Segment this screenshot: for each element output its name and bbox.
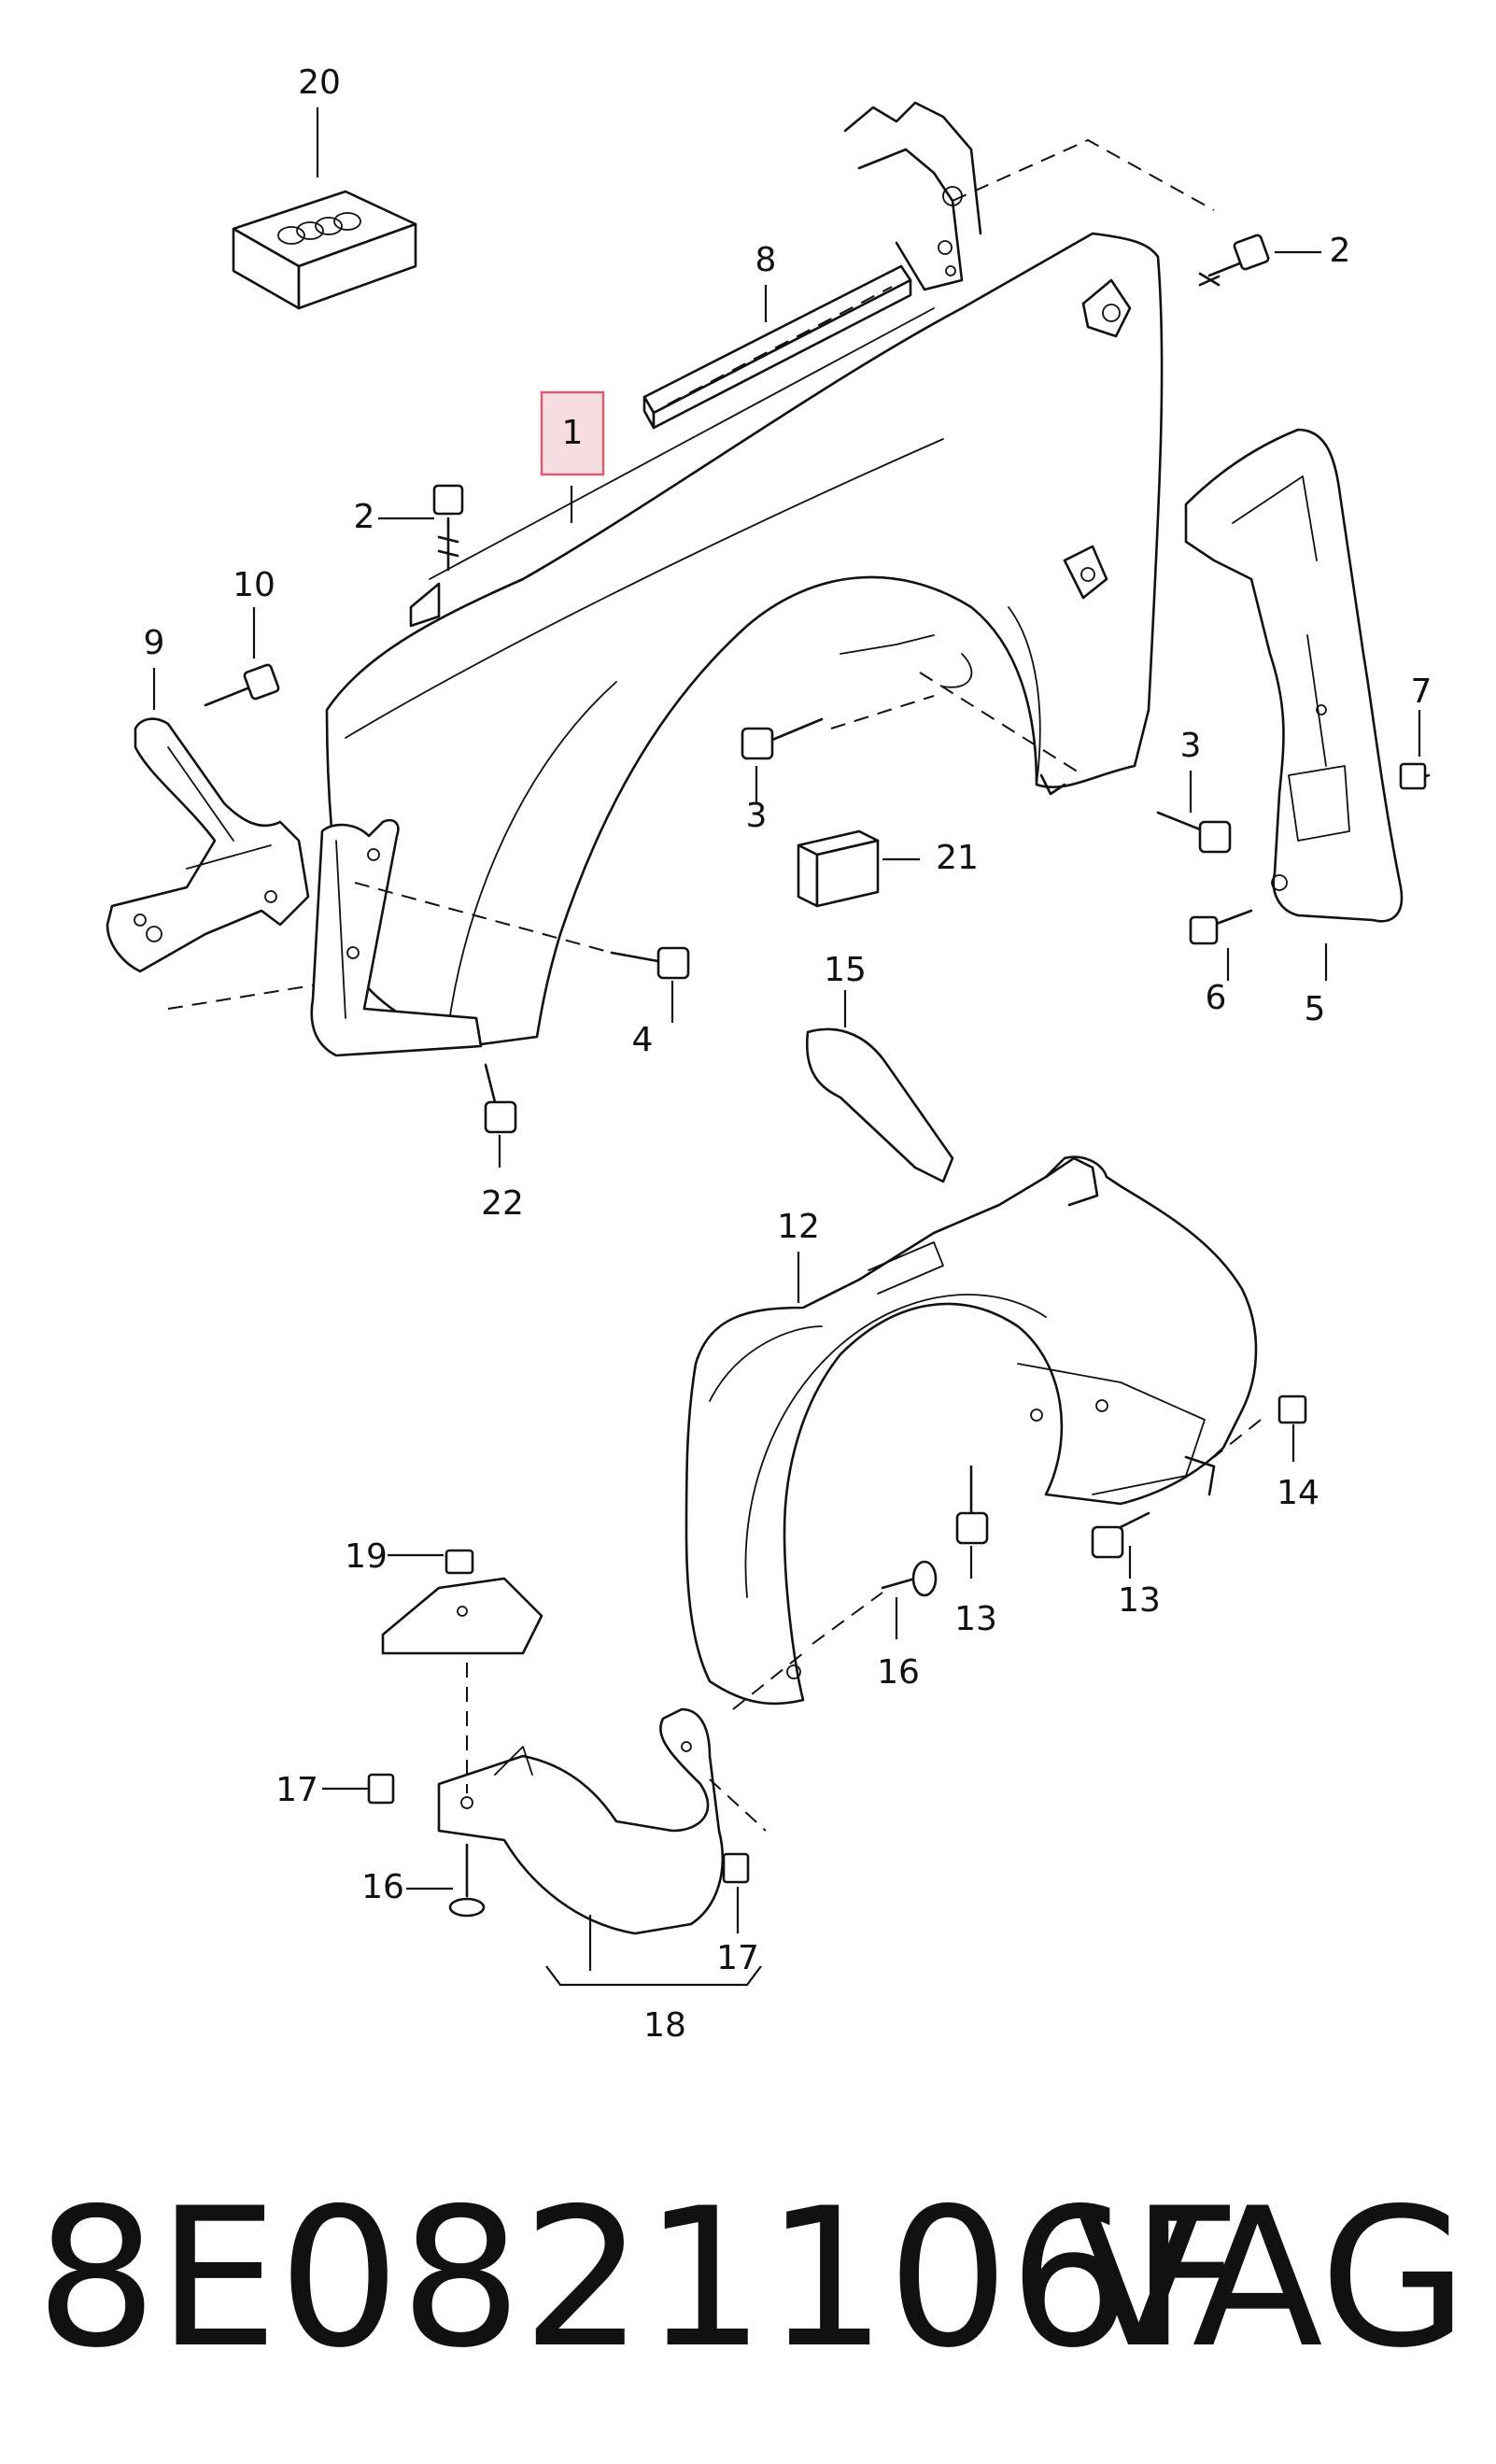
footer-caption: 8E0821106F VAG	[0, 2139, 1496, 2419]
callout-19: 19	[345, 1537, 388, 1576]
callout-20: 20	[298, 64, 341, 102]
part-20-emblem-box	[232, 190, 417, 310]
part-5-side-panel	[1184, 428, 1404, 923]
callout-5: 5	[1305, 990, 1326, 1028]
rivet-16-lower	[448, 1843, 486, 1918]
callout-14: 14	[1277, 1474, 1320, 1512]
callout-4: 4	[632, 1021, 654, 1059]
callout-10: 10	[233, 566, 275, 604]
callout-17-right: 17	[716, 1939, 759, 1977]
screw-2-left	[432, 484, 464, 572]
screw-4	[610, 946, 690, 980]
callout-16-lower: 16	[361, 1868, 404, 1906]
callout-16-upper: 16	[877, 1653, 920, 1692]
screw-2-upper	[1198, 234, 1270, 287]
callout-15: 15	[824, 951, 867, 989]
screw-10	[204, 663, 280, 707]
clip-14	[1277, 1395, 1307, 1424]
callout-2-right: 2	[1330, 232, 1351, 270]
screw-3-right	[1156, 811, 1232, 854]
callout-3-right: 3	[1180, 727, 1202, 765]
part-19-clip	[445, 1549, 474, 1575]
body-pillar-fragment	[843, 101, 982, 291]
screw-13-right	[1091, 1511, 1150, 1559]
callout-21: 21	[936, 839, 979, 877]
callout-17-left: 17	[275, 1771, 318, 1809]
screw-6	[1189, 909, 1253, 945]
callout-13-left: 13	[954, 1600, 997, 1638]
callout-1: 1	[562, 414, 584, 452]
part-15-trim	[805, 1027, 954, 1183]
part-17-clip-left	[367, 1773, 395, 1805]
callout-3-left: 3	[746, 797, 768, 835]
callout-7: 7	[1411, 673, 1432, 711]
lower-liner-tab	[381, 1577, 543, 1655]
highlight-box-part-1	[540, 390, 605, 476]
callout-12: 12	[777, 1208, 820, 1246]
screw-3-left	[741, 717, 824, 760]
callout-labels: 1 20 8 2 2 10 9 3 3 21 4 22 15 6 5 7 12 …	[144, 64, 1432, 2045]
assembly-lines	[354, 138, 1262, 1645]
brand-name: VAG	[1073, 2168, 1468, 2390]
part-number: 8E0821106F	[35, 2168, 1241, 2390]
rivet-16-upper	[881, 1560, 938, 1597]
part-8-seal-strip	[642, 264, 912, 430]
callout-9: 9	[144, 624, 165, 662]
screw-13-left	[955, 1465, 989, 1545]
callout-8: 8	[755, 241, 777, 279]
clip-7	[1399, 762, 1431, 790]
leader-lines	[152, 107, 1421, 1987]
part-17-clip-right	[722, 1852, 750, 1884]
callout-22: 22	[481, 1184, 524, 1223]
part-18-lower-bracket	[437, 1652, 804, 1935]
callout-2-left: 2	[354, 498, 375, 536]
part-21-block	[797, 829, 880, 908]
callout-13-right: 13	[1118, 1581, 1161, 1620]
callout-6: 6	[1206, 979, 1227, 1017]
part-12-wheel-liner	[684, 1155, 1258, 1706]
part-1-fender	[325, 232, 1164, 1048]
part-9-bracket	[106, 717, 314, 1010]
exploded-parts-diagram: 1 20 8 2 2 10 9 3 3 21 4 22 15 6 5 7 12 …	[106, 64, 1432, 2045]
callout-18: 18	[643, 2006, 686, 2045]
screw-22	[484, 1063, 517, 1134]
front-lower-bracket	[310, 818, 483, 1057]
